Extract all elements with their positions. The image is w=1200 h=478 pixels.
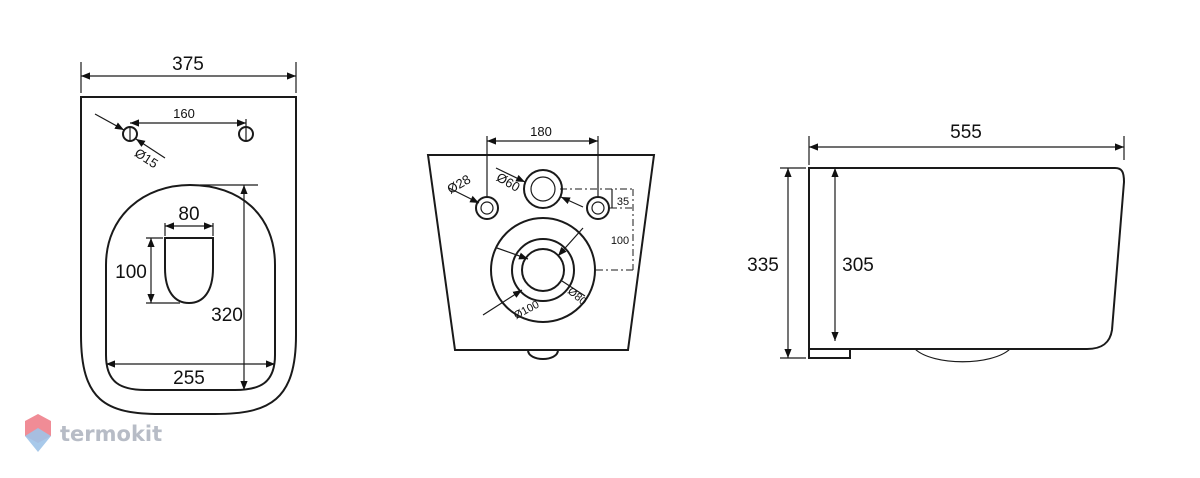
- side-view: 555 335 305: [747, 122, 1126, 363]
- dim-total-height: 335: [747, 255, 779, 276]
- rear-view-outline: [426, 154, 656, 351]
- leader-100: [482, 289, 523, 316]
- leader-28: [448, 187, 480, 204]
- outlet-inner: [521, 248, 565, 292]
- logo-hexagon-bottom: [25, 428, 51, 452]
- leader-15-a: [94, 113, 125, 131]
- dim-hole-diameter: Ø15: [132, 145, 161, 171]
- side-view-outline: [808, 167, 1126, 350]
- outlet-outer: [490, 217, 596, 323]
- rear-bottom-lip: [527, 349, 559, 360]
- stud-hole-left: [475, 196, 499, 220]
- bowl-opening: [105, 183, 276, 391]
- leader-15-b: [135, 138, 166, 159]
- stud-hole-right-inner: [591, 201, 605, 215]
- dim-bowl-width: 255: [173, 368, 205, 389]
- dim-stud-spacing: 180: [530, 124, 552, 139]
- dim-length: 555: [950, 122, 982, 143]
- water-inlet-outer: [523, 169, 563, 209]
- stud-hole-left-inner: [480, 201, 494, 215]
- side-foot: [808, 349, 851, 359]
- leader-80-b: [496, 247, 529, 260]
- outlet-middle: [511, 238, 575, 302]
- dim-offset-100: 100: [611, 235, 629, 247]
- termokit-logo: termokit: [25, 414, 162, 452]
- dim-hole-spacing: 160: [173, 106, 195, 121]
- leader-80-a: [557, 227, 584, 257]
- leader-80-c: [561, 280, 586, 297]
- dim-inner-width: 80: [178, 204, 199, 225]
- leader-60: [495, 167, 526, 183]
- rear-view: 180 35 100 Ø28 Ø60 Ø80 Ø100: [426, 124, 656, 360]
- top-view-outline: [80, 96, 297, 415]
- logo-text: termokit: [60, 422, 162, 446]
- dim-width-375: 375: [172, 54, 204, 75]
- dim-body-height: 305: [842, 255, 874, 276]
- dim-bowl-length: 320: [211, 305, 243, 326]
- top-view: 375 160 Ø15 80 100 320 255: [80, 54, 297, 415]
- stud-hole-right: [586, 196, 610, 220]
- dim-offset-35: 35: [617, 196, 629, 208]
- water-inlet-inner: [530, 176, 556, 202]
- inner-drain: [164, 237, 214, 305]
- side-outlet-bulge: [914, 348, 1011, 363]
- leader-60-b: [560, 196, 584, 208]
- dim-inner-height: 100: [115, 262, 147, 283]
- dim-inlet-diameter: Ø60: [494, 169, 523, 194]
